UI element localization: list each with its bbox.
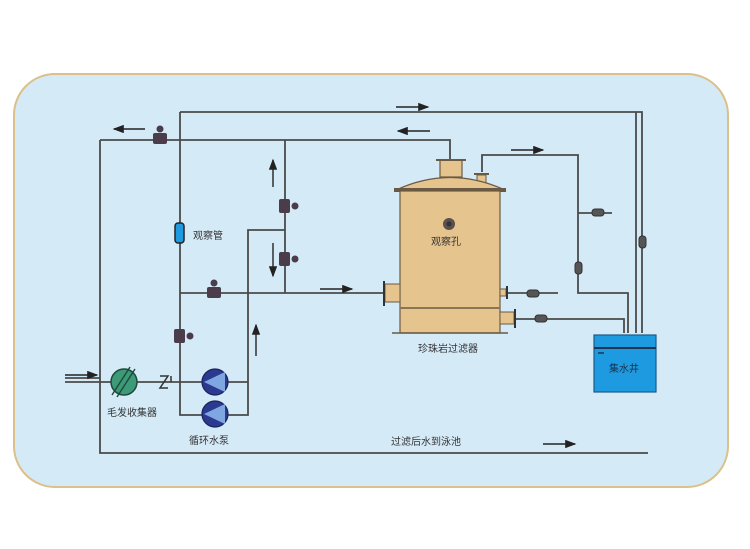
flow-arrows — [65, 102, 577, 449]
valve-middle — [207, 279, 221, 298]
pipe-outlet-lower — [515, 318, 625, 333]
label-circulation-pump: 循环水泵 — [189, 436, 229, 447]
valve-top-left — [153, 125, 167, 144]
observation-tube-icon — [174, 222, 185, 244]
label-observation-tube: 观察管 — [193, 231, 223, 242]
pipe-top-long — [180, 111, 643, 333]
inline-valve-vent — [591, 208, 605, 217]
circulation-pump-1 — [201, 368, 229, 396]
collection-well — [593, 334, 657, 393]
pipe-top-return — [100, 139, 451, 160]
label-observation-hole: 观察孔 — [431, 237, 461, 248]
pipe-left-outer — [99, 140, 648, 454]
inline-valve-outlet-lower — [534, 314, 548, 323]
inline-valve-vert-right — [638, 235, 647, 249]
pipe-obs-vertical — [179, 112, 285, 416]
valves — [153, 125, 299, 343]
valve-vertical-2 — [279, 252, 299, 266]
inline-valves — [526, 208, 647, 323]
circulation-pump-2 — [201, 400, 229, 428]
label-hair-collector: 毛发收集器 — [107, 408, 157, 419]
label-filtered-to-pool: 过滤后水到泳池 — [391, 437, 461, 448]
diagram-panel — [13, 73, 729, 488]
inline-valve-outlet-upper — [526, 289, 540, 298]
label-collection-well: 集水井 — [609, 364, 639, 375]
pipes — [65, 111, 648, 454]
check-valve-icon — [158, 375, 172, 389]
inline-valve-vert-left — [574, 261, 583, 275]
valve-pump-bypass — [174, 329, 194, 343]
label-perlite-filter: 珍珠岩过滤器 — [418, 344, 478, 355]
valve-vertical-1 — [279, 199, 299, 213]
hair-collector-icon — [110, 366, 138, 398]
perlite-filter-tank — [383, 159, 516, 334]
pipe-tank-vent — [481, 154, 629, 333]
